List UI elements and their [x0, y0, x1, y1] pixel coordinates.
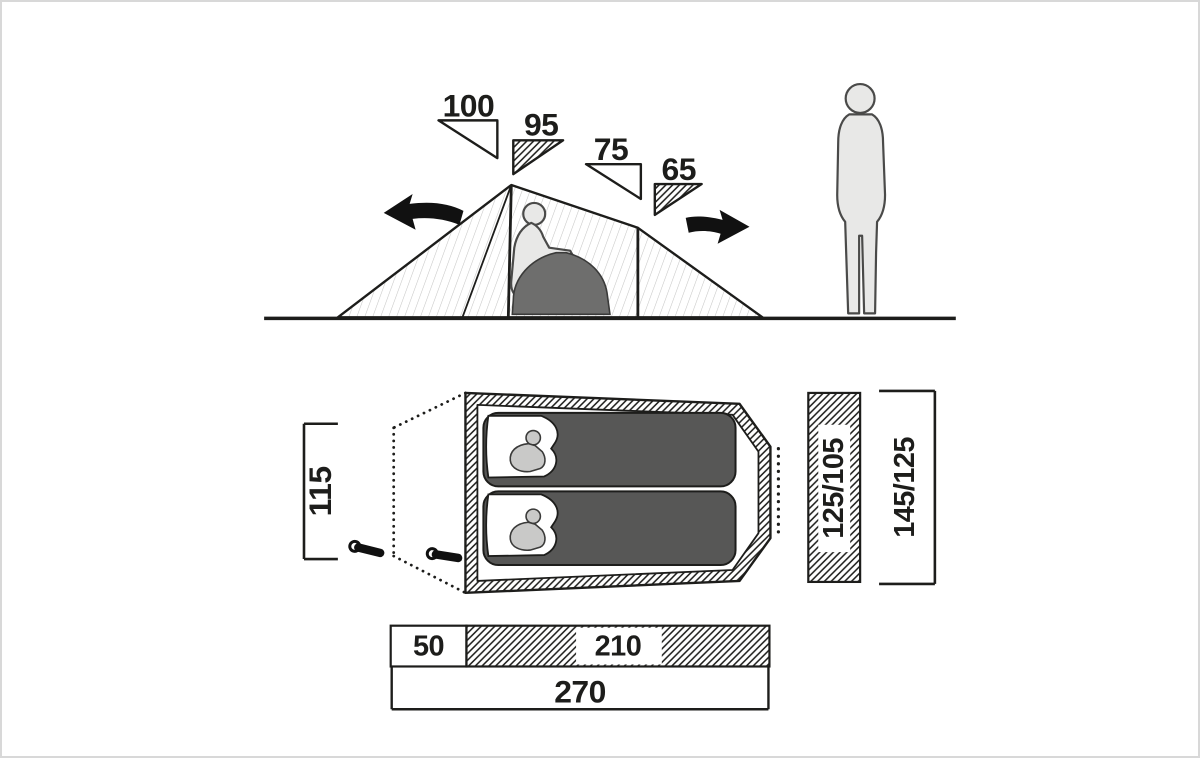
inner-width-label-backing [818, 424, 851, 553]
height-marker-75: 75 [584, 131, 643, 201]
dim-left-height: 115 [302, 422, 338, 561]
height-marker-95: 95 [512, 106, 565, 176]
height-marker-95-label: 95 [524, 106, 558, 142]
dim-125-105-label: 125/105 [818, 438, 850, 539]
floor-plan: 115 125/105 145/125 50 210 27 [302, 389, 937, 711]
tent-peg-1-shaft [354, 543, 385, 558]
vestibule-outline-top [392, 391, 467, 430]
height-marker-75-label: 75 [594, 131, 628, 167]
vent-arrow-left-icon [383, 193, 464, 230]
dim-145-125-label: 145/125 [889, 437, 921, 538]
height-marker-75-triangle [584, 162, 643, 201]
standing-person-body [836, 113, 887, 315]
sleeper-1-body [509, 442, 546, 473]
height-marker-100-triangle [437, 119, 499, 160]
standing-person-figure [836, 82, 887, 315]
dim-50-box [389, 624, 468, 668]
vestibule-outline-bottom [392, 554, 467, 595]
height-marker-65-label: 65 [661, 151, 695, 187]
side-view: 100 95 75 65 [264, 82, 956, 321]
sleeper-2-head [525, 508, 542, 525]
vent-arrow-right-icon [685, 209, 750, 244]
sleeper-2-body [509, 521, 546, 552]
dim-50-label: 50 [413, 631, 444, 663]
dim-270-label: 270 [554, 673, 606, 709]
sleeping-bag-1 [482, 411, 737, 488]
sleeping-bag-2 [482, 490, 737, 567]
height-marker-100-label: 100 [443, 87, 495, 123]
tent-peg-2-shaft [431, 550, 463, 563]
dim-length-row: 50 210 [389, 624, 771, 668]
front-pole [506, 184, 513, 318]
sleeper-1-head [525, 429, 542, 446]
seated-person-head [522, 201, 547, 226]
tent-peg-1-icon [348, 539, 385, 558]
dim-115-label: 115 [302, 466, 338, 516]
standing-person-head [844, 82, 876, 115]
dim-210-label: 210 [595, 631, 642, 663]
tent-peg-1-ring [348, 539, 362, 553]
height-marker-65-triangle [653, 182, 703, 217]
seated-person-sleeping-bag [511, 251, 611, 316]
tent-peg-2-icon [425, 547, 463, 563]
tent-inner-door-line [461, 184, 513, 318]
dim-210-label-backing [576, 627, 662, 665]
tent-peg-2-ring [425, 547, 439, 561]
height-marker-100: 100 [437, 87, 499, 160]
dim-outer-width: 145/125 [879, 389, 937, 586]
height-marker-65: 65 [653, 151, 703, 217]
dim-inner-width-band: 125/105 [807, 391, 862, 584]
dim-total-length: 270 [390, 667, 770, 711]
height-marker-95-triangle [512, 139, 565, 176]
seated-person-figure [510, 201, 611, 316]
